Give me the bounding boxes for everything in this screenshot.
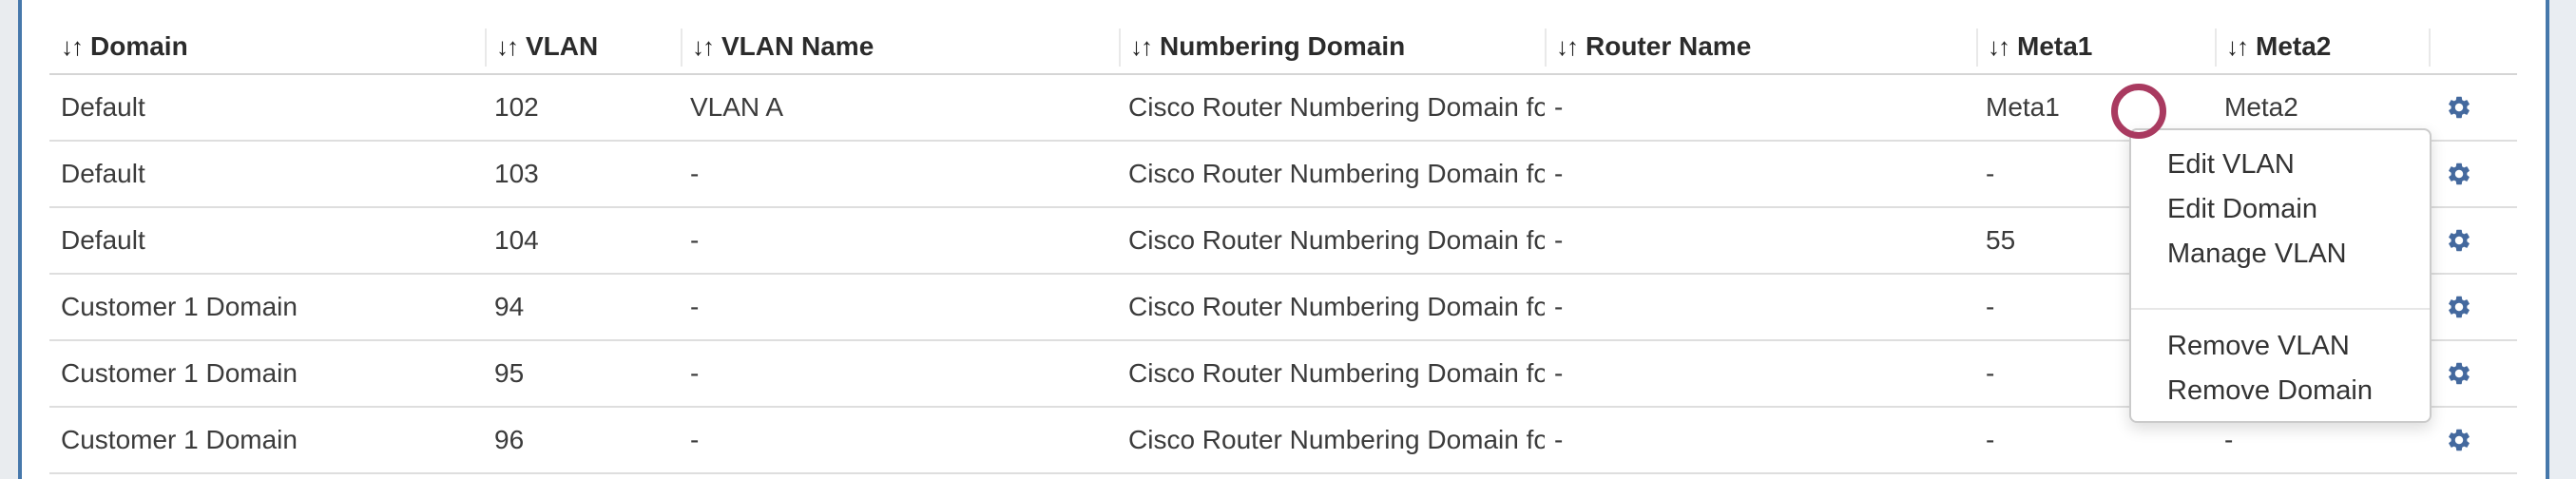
cell-meta1: 55 [1986, 225, 2016, 255]
sort-icon[interactable]: ↓↑ [1988, 32, 2010, 61]
cell-numbering_domain: Cisco Router Numbering Domain for ... [1128, 358, 1545, 388]
cell-vlan_name: - [690, 358, 700, 388]
column-header-label: Meta1 [2017, 31, 2093, 61]
row-actions-gear-button[interactable] [2446, 360, 2472, 387]
column-header-router_name[interactable]: ↓↑Router Name [1545, 0, 1976, 73]
menu-item-remove-vlan[interactable]: Remove VLAN [2167, 331, 2350, 361]
cell-meta1: Meta1 [1986, 92, 2060, 122]
column-header-meta2[interactable]: ↓↑Meta2 [2215, 0, 2429, 73]
column-header-numbering_domain[interactable]: ↓↑Numbering Domain [1119, 0, 1545, 73]
table-body: Default 102 VLAN A Cisco Router Numbering D… [49, 75, 2517, 474]
cell-router_name: - [1554, 292, 1564, 321]
row-actions-gear-button[interactable] [2446, 94, 2472, 121]
cell-numbering_domain: Cisco Router Numbering Domain for ... [1128, 92, 1545, 122]
cell-vlan_name: - [690, 225, 700, 255]
cell-meta1: - [1986, 425, 1995, 454]
cell-meta1: - [1986, 159, 1995, 188]
menu-divider [2131, 308, 2430, 310]
column-header-label: Domain [90, 31, 188, 61]
table-row: Default 102 VLAN A Cisco Router Numbering D… [49, 75, 2517, 142]
cell-vlan: 103 [494, 159, 539, 188]
gear-icon [2449, 96, 2470, 119]
cell-actions [2429, 360, 2517, 387]
page-background-right [2549, 0, 2576, 479]
cell-meta2: Meta2 [2224, 92, 2298, 122]
cell-numbering_domain: Cisco Router Numbering Domain for ... [1128, 425, 1545, 454]
column-header-label: Meta2 [2256, 31, 2332, 61]
cell-vlan_name: VLAN A [690, 92, 784, 122]
sort-icon[interactable]: ↓↑ [2226, 32, 2249, 61]
column-header-label: Numbering Domain [1160, 31, 1406, 61]
gear-icon [2449, 429, 2470, 451]
table-header-row: ↓↑Domain↓↑VLAN↓↑VLAN Name↓↑Numbering Dom… [49, 0, 2517, 75]
cell-vlan: 102 [494, 92, 539, 122]
cell-domain: Customer 1 Domain [61, 358, 298, 388]
column-header-label: Router Name [1586, 31, 1752, 61]
column-header-actions [2429, 0, 2517, 73]
gear-icon [2449, 163, 2470, 185]
column-header-domain[interactable]: ↓↑Domain [49, 0, 485, 73]
cell-domain: Default [61, 159, 145, 188]
column-header-label: VLAN [526, 31, 599, 61]
cell-actions [2429, 294, 2517, 320]
cell-actions [2429, 227, 2517, 254]
sort-icon[interactable]: ↓↑ [1556, 32, 1579, 61]
cell-numbering_domain: Cisco Router Numbering Domain for ... [1128, 225, 1545, 255]
cell-numbering_domain: Cisco Router Numbering Domain for ... [1128, 159, 1545, 188]
cell-vlan: 96 [494, 425, 525, 454]
menu-item-remove-domain[interactable]: Remove Domain [2167, 375, 2373, 406]
panel-border-right [2546, 0, 2549, 479]
cell-vlan_name: - [690, 425, 700, 454]
column-header-vlan_name[interactable]: ↓↑VLAN Name [681, 0, 1119, 73]
cell-vlan: 95 [494, 358, 525, 388]
cell-vlan: 94 [494, 292, 525, 321]
cell-actions [2429, 161, 2517, 187]
row-actions-gear-button[interactable] [2446, 161, 2472, 187]
cell-actions [2429, 94, 2517, 121]
cell-vlan_name: - [690, 292, 700, 321]
cell-meta1: - [1986, 358, 1995, 388]
cell-router_name: - [1554, 159, 1564, 188]
sort-icon[interactable]: ↓↑ [496, 32, 519, 61]
row-actions-gear-button[interactable] [2446, 294, 2472, 320]
cell-domain: Customer 1 Domain [61, 292, 298, 321]
menu-item-manage-vlan[interactable]: Manage VLAN [2167, 239, 2347, 269]
cell-domain: Customer 1 Domain [61, 425, 298, 454]
sort-icon[interactable]: ↓↑ [692, 32, 715, 61]
cell-router_name: - [1554, 225, 1564, 255]
cell-domain: Default [61, 92, 145, 122]
cell-router_name: - [1554, 358, 1564, 388]
cell-router_name: - [1554, 92, 1564, 122]
row-actions-gear-button[interactable] [2446, 427, 2472, 453]
cell-router_name: - [1554, 425, 1564, 454]
vlan-table: ↓↑Domain↓↑VLAN↓↑VLAN Name↓↑Numbering Dom… [49, 0, 2517, 474]
cell-meta1: - [1986, 292, 1995, 321]
cell-numbering_domain: Cisco Router Numbering Domain for ... [1128, 292, 1545, 321]
cell-vlan_name: - [690, 159, 700, 188]
row-actions-gear-button[interactable] [2446, 227, 2472, 254]
gear-icon [2449, 229, 2470, 252]
page-background-left [0, 0, 18, 479]
menu-item-edit-vlan[interactable]: Edit VLAN [2167, 149, 2295, 180]
menu-item-edit-domain[interactable]: Edit Domain [2167, 194, 2317, 224]
cell-domain: Default [61, 225, 145, 255]
column-header-label: VLAN Name [721, 31, 875, 61]
column-header-meta1[interactable]: ↓↑Meta1 [1976, 0, 2215, 73]
column-header-vlan[interactable]: ↓↑VLAN [485, 0, 681, 73]
cell-meta2: - [2224, 425, 2234, 454]
cell-actions [2429, 427, 2517, 453]
sort-icon[interactable]: ↓↑ [1130, 32, 1153, 61]
sort-icon[interactable]: ↓↑ [61, 32, 84, 61]
gear-icon [2449, 362, 2470, 385]
panel-border-left [18, 0, 22, 479]
gear-icon [2449, 296, 2470, 318]
cell-vlan: 104 [494, 225, 539, 255]
